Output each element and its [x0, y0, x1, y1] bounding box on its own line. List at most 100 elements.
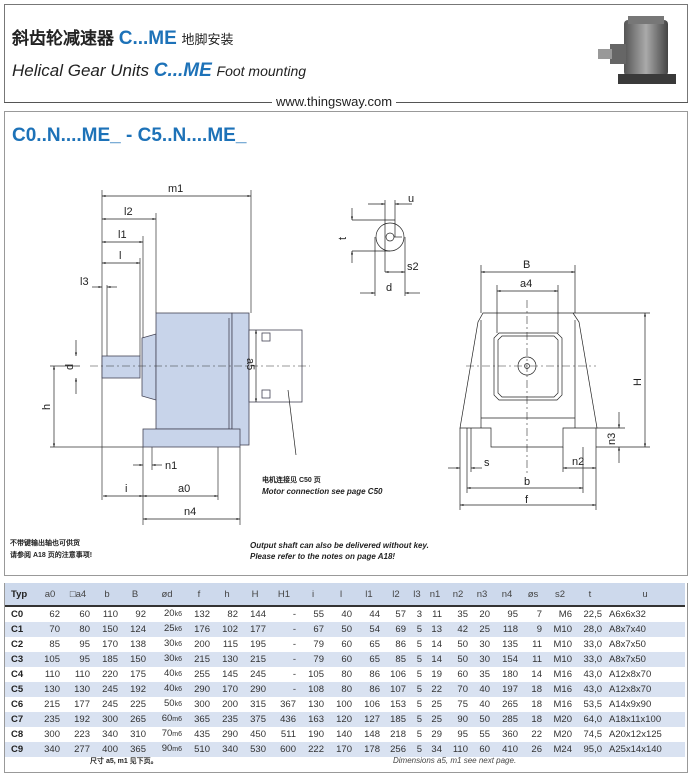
table-cell: 300 [44, 728, 60, 740]
table-cell: 28,0 [575, 622, 605, 637]
table-cell: 95 [507, 608, 518, 620]
table-cell: 60m6 [149, 712, 185, 727]
table-cell: 150 [93, 622, 121, 637]
english-title: Helical Gear Units C...ME Foot mounting [12, 60, 306, 82]
table-footnote-en: Dimensions a5, m1 see next page. [393, 756, 517, 765]
tolerance-class: k6 [174, 656, 182, 663]
table-cell: 54 [355, 622, 383, 637]
table-cell: 110 [44, 668, 60, 680]
column-header: l3 [409, 583, 425, 607]
table-cell: 130 [37, 682, 63, 697]
table-cell: 3 [416, 608, 422, 620]
table-cell: A8x7x50 [609, 638, 646, 650]
table-cell: 436 [269, 712, 299, 727]
table-cell: 85 [49, 638, 60, 650]
table-cell: 192 [63, 712, 93, 727]
tolerance-class: k6 [174, 701, 182, 708]
table-cell: 410 [493, 742, 521, 757]
dim-l3: l3 [80, 276, 89, 288]
en-model: C...ME [153, 60, 212, 81]
table-cell: 435 [194, 728, 210, 740]
table-cell: 50 [457, 638, 468, 650]
table-cell: 106 [390, 668, 406, 680]
table-cell: 43,0 [583, 668, 603, 680]
table-cell: 22 [425, 682, 445, 697]
table-cell: 55 [313, 608, 324, 620]
table-cell: - [269, 622, 299, 637]
column-header: ød [149, 583, 185, 607]
table-cell: 57 [395, 608, 406, 620]
table-cell: 14 [431, 638, 442, 650]
shaft-diameter: 40 [164, 668, 175, 679]
table-cell: 82 [227, 608, 238, 620]
dim-a5: a5 [244, 358, 256, 370]
table-cell: M16 [545, 682, 575, 697]
table-cell: 365 [121, 742, 149, 757]
dim-f: f [525, 494, 529, 506]
table-cell: M20 [545, 712, 575, 727]
table-cell: A8x7x40 [605, 622, 685, 637]
note-en-line2: Please refer to the notes on page A18! [250, 552, 395, 561]
table-cell: 11 [521, 652, 545, 667]
table-cell: 18 [531, 698, 542, 710]
table-cell: 22 [531, 728, 542, 740]
table-cell: 310 [130, 728, 146, 740]
table-cell: 375 [241, 712, 269, 727]
tolerance-class: k6 [174, 641, 182, 648]
table-cell: 176 [185, 622, 213, 637]
cn-model: C...ME [118, 28, 177, 49]
table-cell: 225 [130, 698, 146, 710]
dim-n3: n3 [606, 433, 618, 445]
table-cell: 124 [121, 622, 149, 637]
table-cell: 220 [102, 668, 118, 680]
table-cell: 200 [194, 638, 210, 650]
gear-housing [101, 312, 303, 448]
table-cell: 25k6 [149, 622, 185, 637]
table-cell: 5 [409, 652, 425, 667]
shaft-diameter: 50 [164, 698, 175, 709]
table-cell: A6x6x32 [609, 608, 646, 620]
table-cell: 30k6 [149, 652, 185, 667]
header-box [4, 4, 688, 103]
motor-note-cn: 电机连接见 C50 页 [262, 475, 321, 484]
dim-l: l [119, 250, 121, 262]
note-en-line1: Output shaft can also be delivered witho… [250, 541, 429, 550]
table-cell: 79 [299, 652, 327, 667]
table-cell: 50 [327, 622, 355, 637]
table-cell: 11 [432, 608, 442, 620]
motor-note-en: Motor connection see page C50 [262, 487, 383, 496]
table-cell: 367 [280, 698, 296, 710]
table-cell: 25 [471, 622, 493, 637]
dim-t: t [337, 237, 349, 240]
table-cell: C2 [11, 638, 24, 650]
tolerance-class: k6 [174, 626, 182, 633]
dim-shaft-d: d [386, 282, 392, 294]
table-cell: - [269, 652, 299, 667]
table-cell: - [292, 668, 296, 680]
table-cell: 135 [502, 638, 518, 650]
table-cell: M6 [558, 608, 572, 620]
table-cell: 340 [102, 728, 118, 740]
table-cell: 300 [93, 712, 121, 727]
table-cell: 69 [383, 622, 409, 637]
table-cell: C1 [5, 622, 37, 637]
table-cell: 150 [121, 652, 149, 667]
table-cell: 5 [416, 668, 422, 680]
table-cell: 33,0 [575, 652, 605, 667]
table-cell: 192 [121, 682, 149, 697]
column-header: l1 [355, 583, 383, 607]
tolerance-class: k6 [174, 611, 182, 618]
website-link[interactable]: www.thingsway.com [272, 94, 397, 109]
table-cell: 144 [250, 608, 266, 620]
table-cell: 106 [364, 698, 380, 710]
technical-drawing: m1 l2 l1 l l3 d h a5 n1 i a0 n4 电机连接见 C5… [10, 183, 650, 561]
table-cell: 95 [79, 638, 90, 650]
table-cell: 50 [471, 712, 493, 727]
table-cell: 80 [63, 622, 93, 637]
